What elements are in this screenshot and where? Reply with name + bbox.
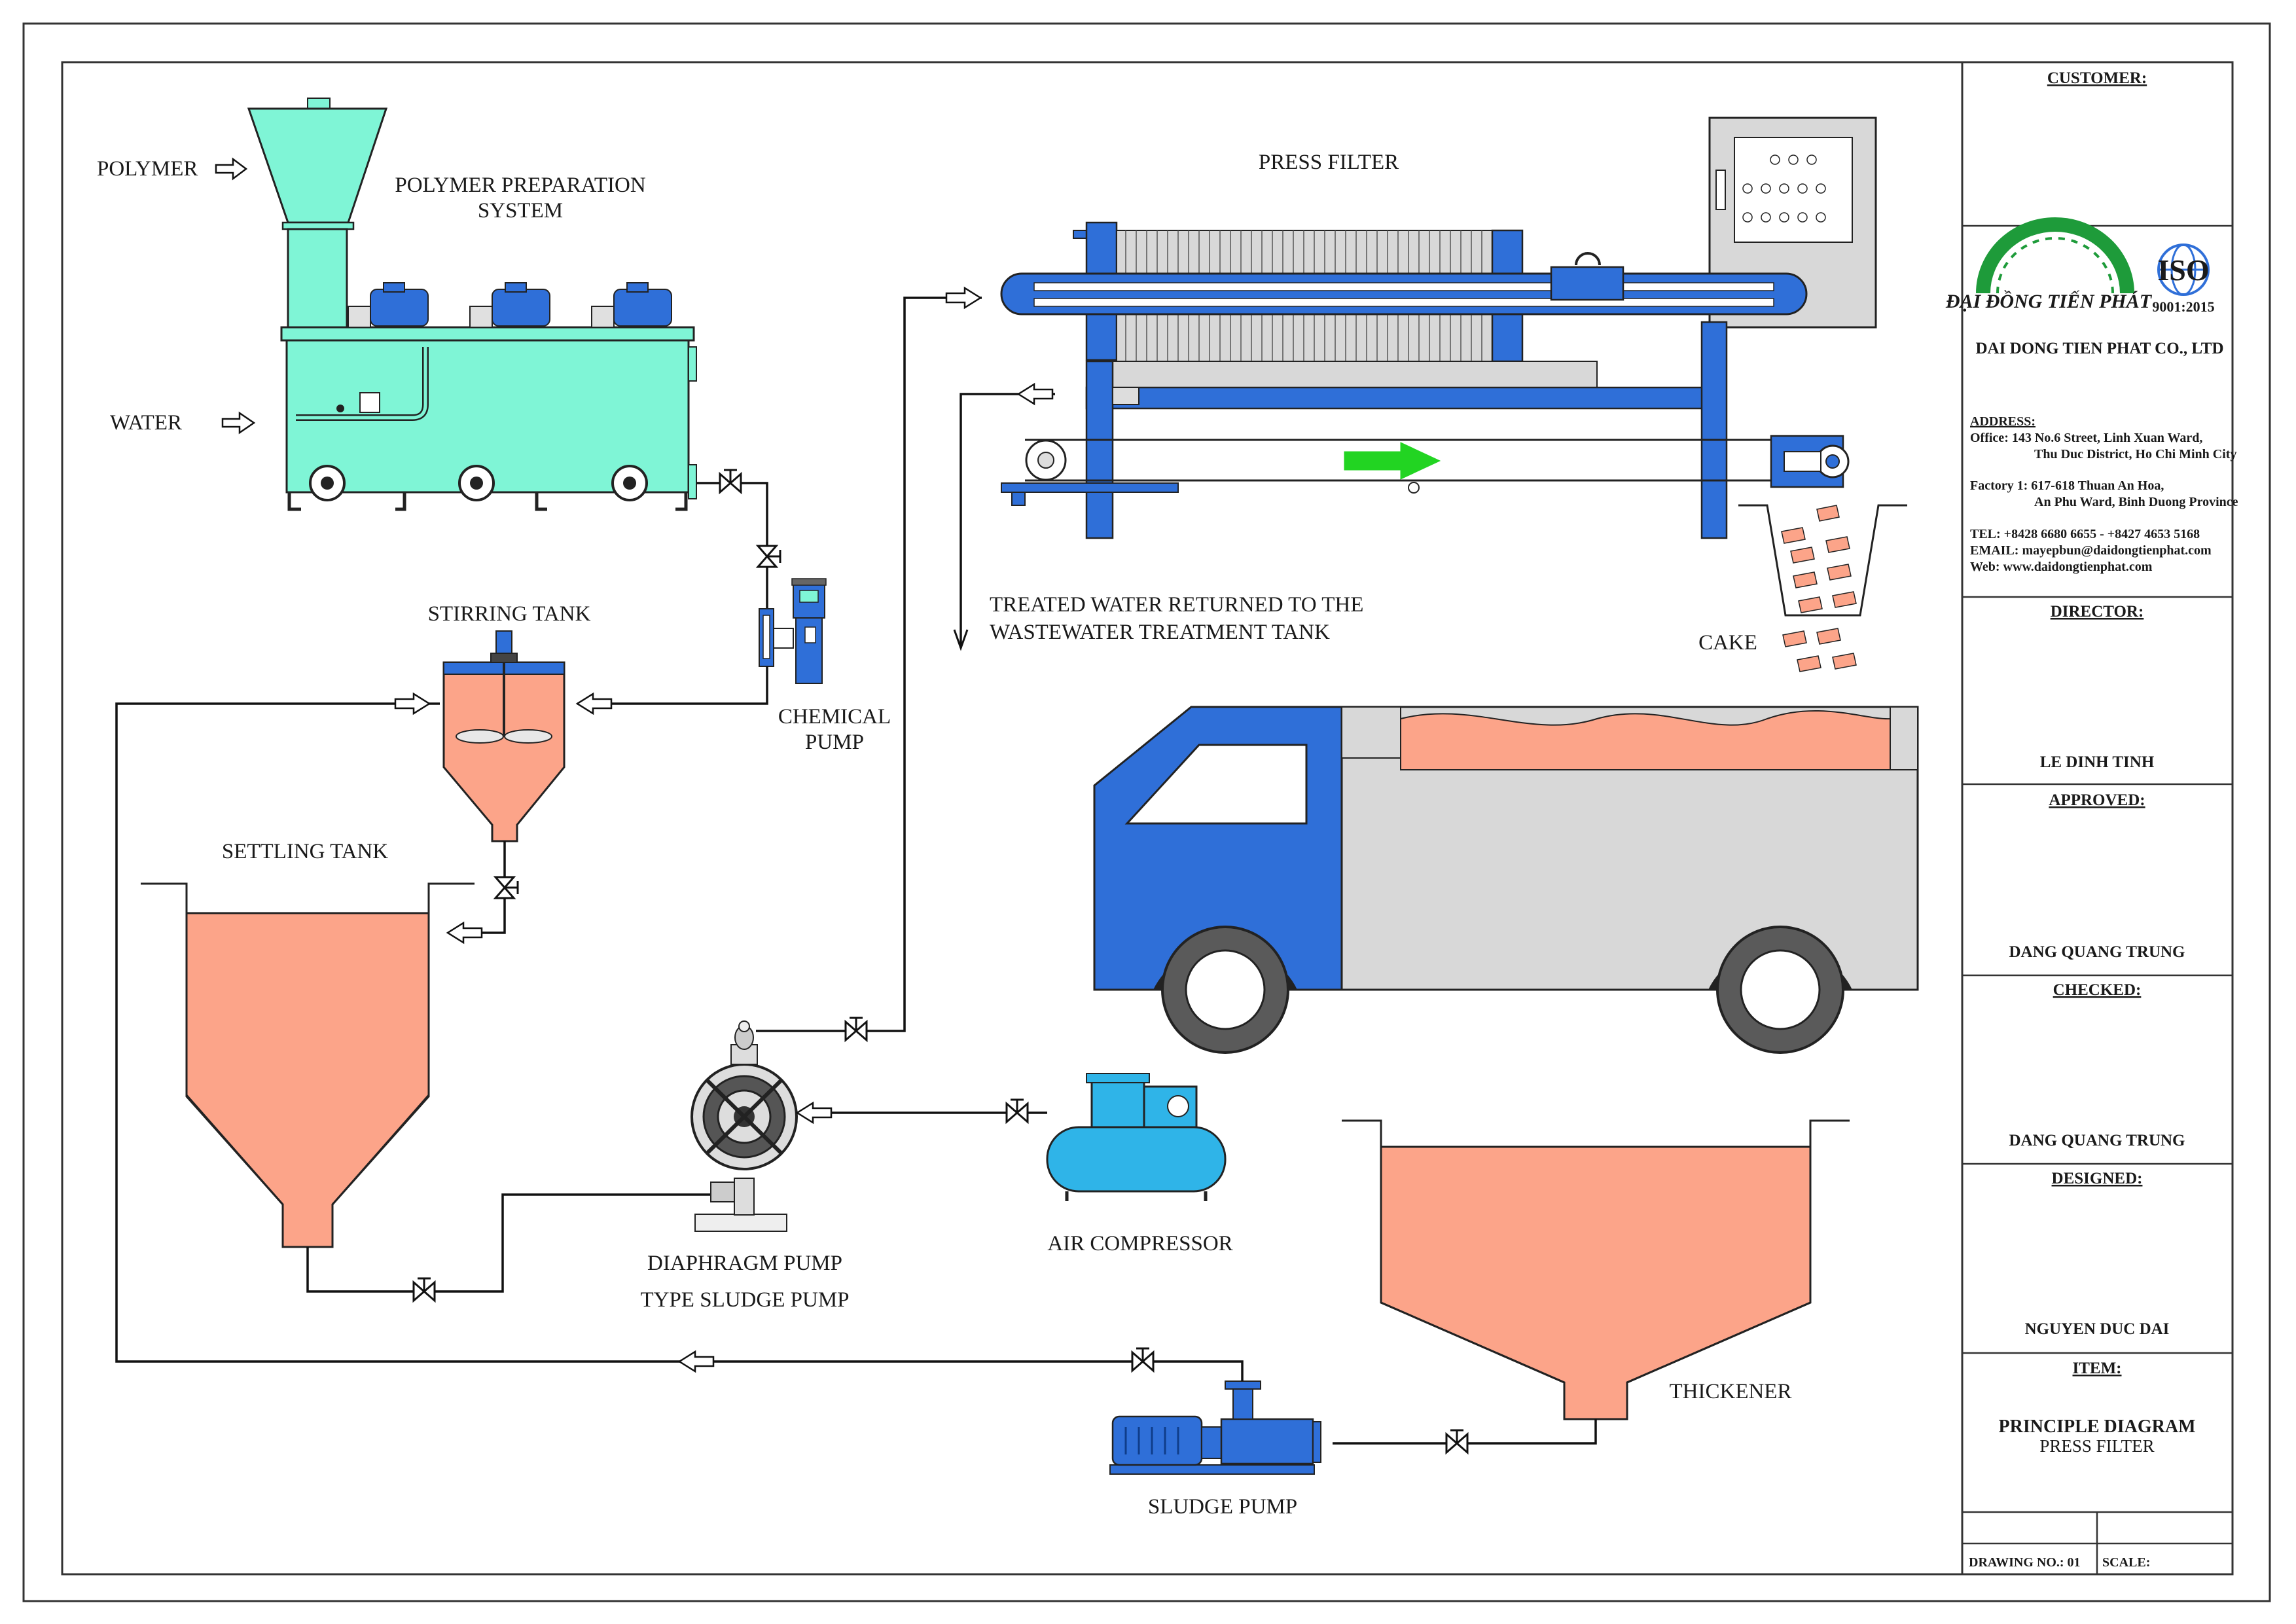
item-subtitle: PRESS FILTER: [2039, 1436, 2154, 1456]
thickener-outlet-valve: [1445, 1429, 1469, 1455]
telephone: TEL: +8428 6680 6655 - +8427 4653 5168: [1970, 527, 2200, 541]
water-inlet-arrow: [221, 411, 256, 435]
polymer-label: POLYMER: [97, 157, 198, 181]
inner-border: [61, 61, 2234, 1576]
item-heading: ITEM:: [2073, 1360, 2122, 1377]
press-filter-label: PRESS FILTER: [1259, 151, 1399, 174]
scale-label: SCALE:: [2102, 1555, 2150, 1570]
chemical-pump-label: CHEMICAL: [778, 705, 891, 729]
press-filter: [1000, 117, 1877, 539]
designed-heading: DESIGNED:: [2052, 1170, 2143, 1187]
address-factory-2: An Phu Ward, Binh Duong Province: [2034, 495, 2238, 509]
sludge-return-line: [115, 702, 1244, 1381]
water-label: WATER: [110, 411, 182, 435]
address-factory: Factory 1: 617-618 Thuan An Hoa,: [1970, 478, 2164, 493]
chemical-pump: [759, 578, 827, 684]
mixer-motor-2: [469, 282, 550, 328]
polymer-preparation-system: [247, 98, 697, 511]
checked-name: DANG QUANG TRUNG: [2009, 1132, 2185, 1149]
iso-number: 9001:2015: [2152, 298, 2214, 315]
polymer-feed-line: [696, 482, 768, 615]
sludge-pump: [1109, 1380, 1321, 1475]
logo-text: ĐẠI ĐỒNG TIẾN PHÁT: [1945, 290, 2153, 312]
diaphragm-pump-label: DIAPHRAGM PUMP: [647, 1252, 842, 1275]
press-feed-valve: [844, 1017, 868, 1043]
chemical-dosing-line: [577, 666, 768, 705]
address-heading: ADDRESS:: [1970, 414, 2036, 429]
tank-wheel-1: [309, 465, 346, 501]
designed-name: NGUYEN DUC DAI: [2025, 1320, 2170, 1338]
sludge-return-valve: [1131, 1347, 1155, 1373]
treated-water-arrow: [1016, 382, 1054, 406]
iso-text: ISO: [2157, 253, 2209, 287]
mixer-motor-3: [591, 282, 672, 328]
chemical-dosing-arrow: [575, 692, 613, 715]
address-office-2: Thu Duc District, Ho Chi Minh City: [2034, 447, 2236, 461]
treated-water-label-2: WASTEWATER TREATMENT TANK: [990, 621, 1330, 644]
tank-wheel-3: [611, 465, 648, 501]
director-name: LE DINH TINH: [2040, 753, 2155, 771]
settling-tank: [141, 882, 475, 1248]
air-supply-arrow: [795, 1101, 833, 1125]
chemical-pump-label-2: PUMP: [805, 731, 864, 754]
polymer-valve-horizontal: [719, 469, 742, 495]
settling-inlet-arrow: [446, 921, 483, 945]
company-logo: ĐẠI ĐỒNG TIẾN PHÁT: [1945, 217, 2153, 312]
checked-heading: CHECKED:: [2053, 981, 2142, 999]
tank-wheel-2: [458, 465, 495, 501]
stirring-outlet-valve: [493, 876, 519, 899]
cake-label: CAKE: [1698, 631, 1757, 655]
diaphragm-pump: [691, 1020, 798, 1232]
sludge-return-arrow: [677, 1350, 715, 1373]
polymer-system-label: POLYMER PREPARATION: [395, 173, 645, 197]
item-title: PRINCIPLE DIAGRAM: [1999, 1416, 2196, 1437]
press-feed-arrow: [945, 286, 982, 310]
website: Web: www.daidongtienphat.com: [1970, 560, 2153, 574]
thickener-label: THICKENER: [1670, 1380, 1792, 1403]
feed-to-press-line: [756, 297, 982, 1032]
polymer-inlet-arrow: [215, 157, 248, 181]
conveyor-direction-arrow: [1344, 442, 1441, 480]
company-name: DAI DONG TIEN PHAT CO., LTD: [1975, 340, 2223, 357]
polymer-system-label-2: SYSTEM: [478, 199, 563, 223]
email: EMAIL: mayepbun@daidongtienphat.com: [1970, 543, 2212, 558]
iso-badge: ISO 9001:2015: [2152, 244, 2215, 315]
director-heading: DIRECTOR:: [2051, 603, 2144, 621]
drawing-number: DRAWING NO.: 01: [1969, 1555, 2081, 1570]
cake-conveyor: [1001, 435, 1850, 506]
settling-tank-label: SETTLING TANK: [222, 840, 388, 863]
air-valve: [1005, 1098, 1029, 1125]
air-compressor-label: AIR COMPRESSOR: [1047, 1232, 1232, 1255]
treated-water-label: TREATED WATER RETURNED TO THE: [990, 593, 1363, 617]
outer-border: [22, 22, 2271, 1602]
cake-hopper: [1738, 504, 1907, 672]
air-compressor: [1046, 1073, 1227, 1201]
stirring-inlet-arrow: [394, 692, 431, 715]
mixer-motor-1: [348, 282, 429, 328]
stirring-tank-label: STIRRING TANK: [428, 602, 591, 626]
address-office: Office: 143 No.6 Street, Linh Xuan Ward,: [1970, 431, 2202, 445]
sludge-pump-label: SLUDGE PUMP: [1148, 1495, 1297, 1519]
diaphragm-pump-label-2: TYPE SLUDGE PUMP: [640, 1288, 849, 1312]
customer-heading: CUSTOMER:: [2047, 69, 2147, 87]
polymer-valve-vertical: [755, 545, 781, 568]
dump-truck: [1093, 706, 1919, 1054]
thickener: [1342, 1119, 1850, 1420]
title-block: CUSTOMER: ĐẠI ĐỒNG TIẾN PHÁT ISO 9001:20…: [1945, 62, 2238, 1574]
thickener-outlet-line: [1333, 1419, 1597, 1445]
stirring-to-settling-line: [448, 841, 506, 934]
stirring-tank: [442, 630, 565, 842]
settling-outlet-valve: [412, 1277, 436, 1303]
approved-name: DANG QUANG TRUNG: [2009, 943, 2185, 961]
settling-to-diaphragm-line: [306, 1193, 726, 1293]
approved-heading: APPROVED:: [2049, 791, 2145, 809]
